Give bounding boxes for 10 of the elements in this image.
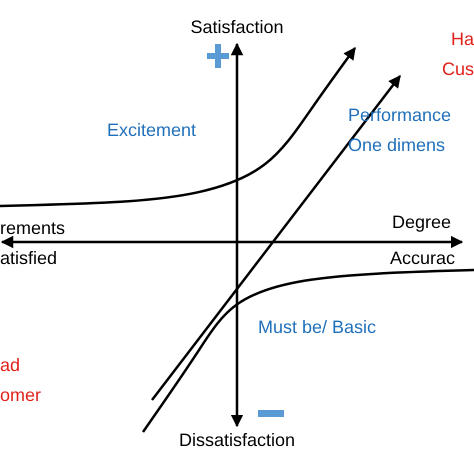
- category-label: Must be/ Basic: [258, 316, 376, 339]
- axis-label: Accurac: [390, 247, 456, 270]
- category-label: Excitement: [107, 119, 196, 142]
- category-label: Ha Cus: [440, 28, 474, 81]
- axis-label: Satisfaction: [189, 16, 285, 39]
- axis-label: rements: [0, 217, 66, 240]
- axis-label: Degree: [392, 211, 452, 234]
- axis-label: atisfied: [0, 247, 58, 270]
- axis-label: Dissatisfaction: [178, 429, 296, 452]
- category-label: ad omer: [0, 354, 40, 407]
